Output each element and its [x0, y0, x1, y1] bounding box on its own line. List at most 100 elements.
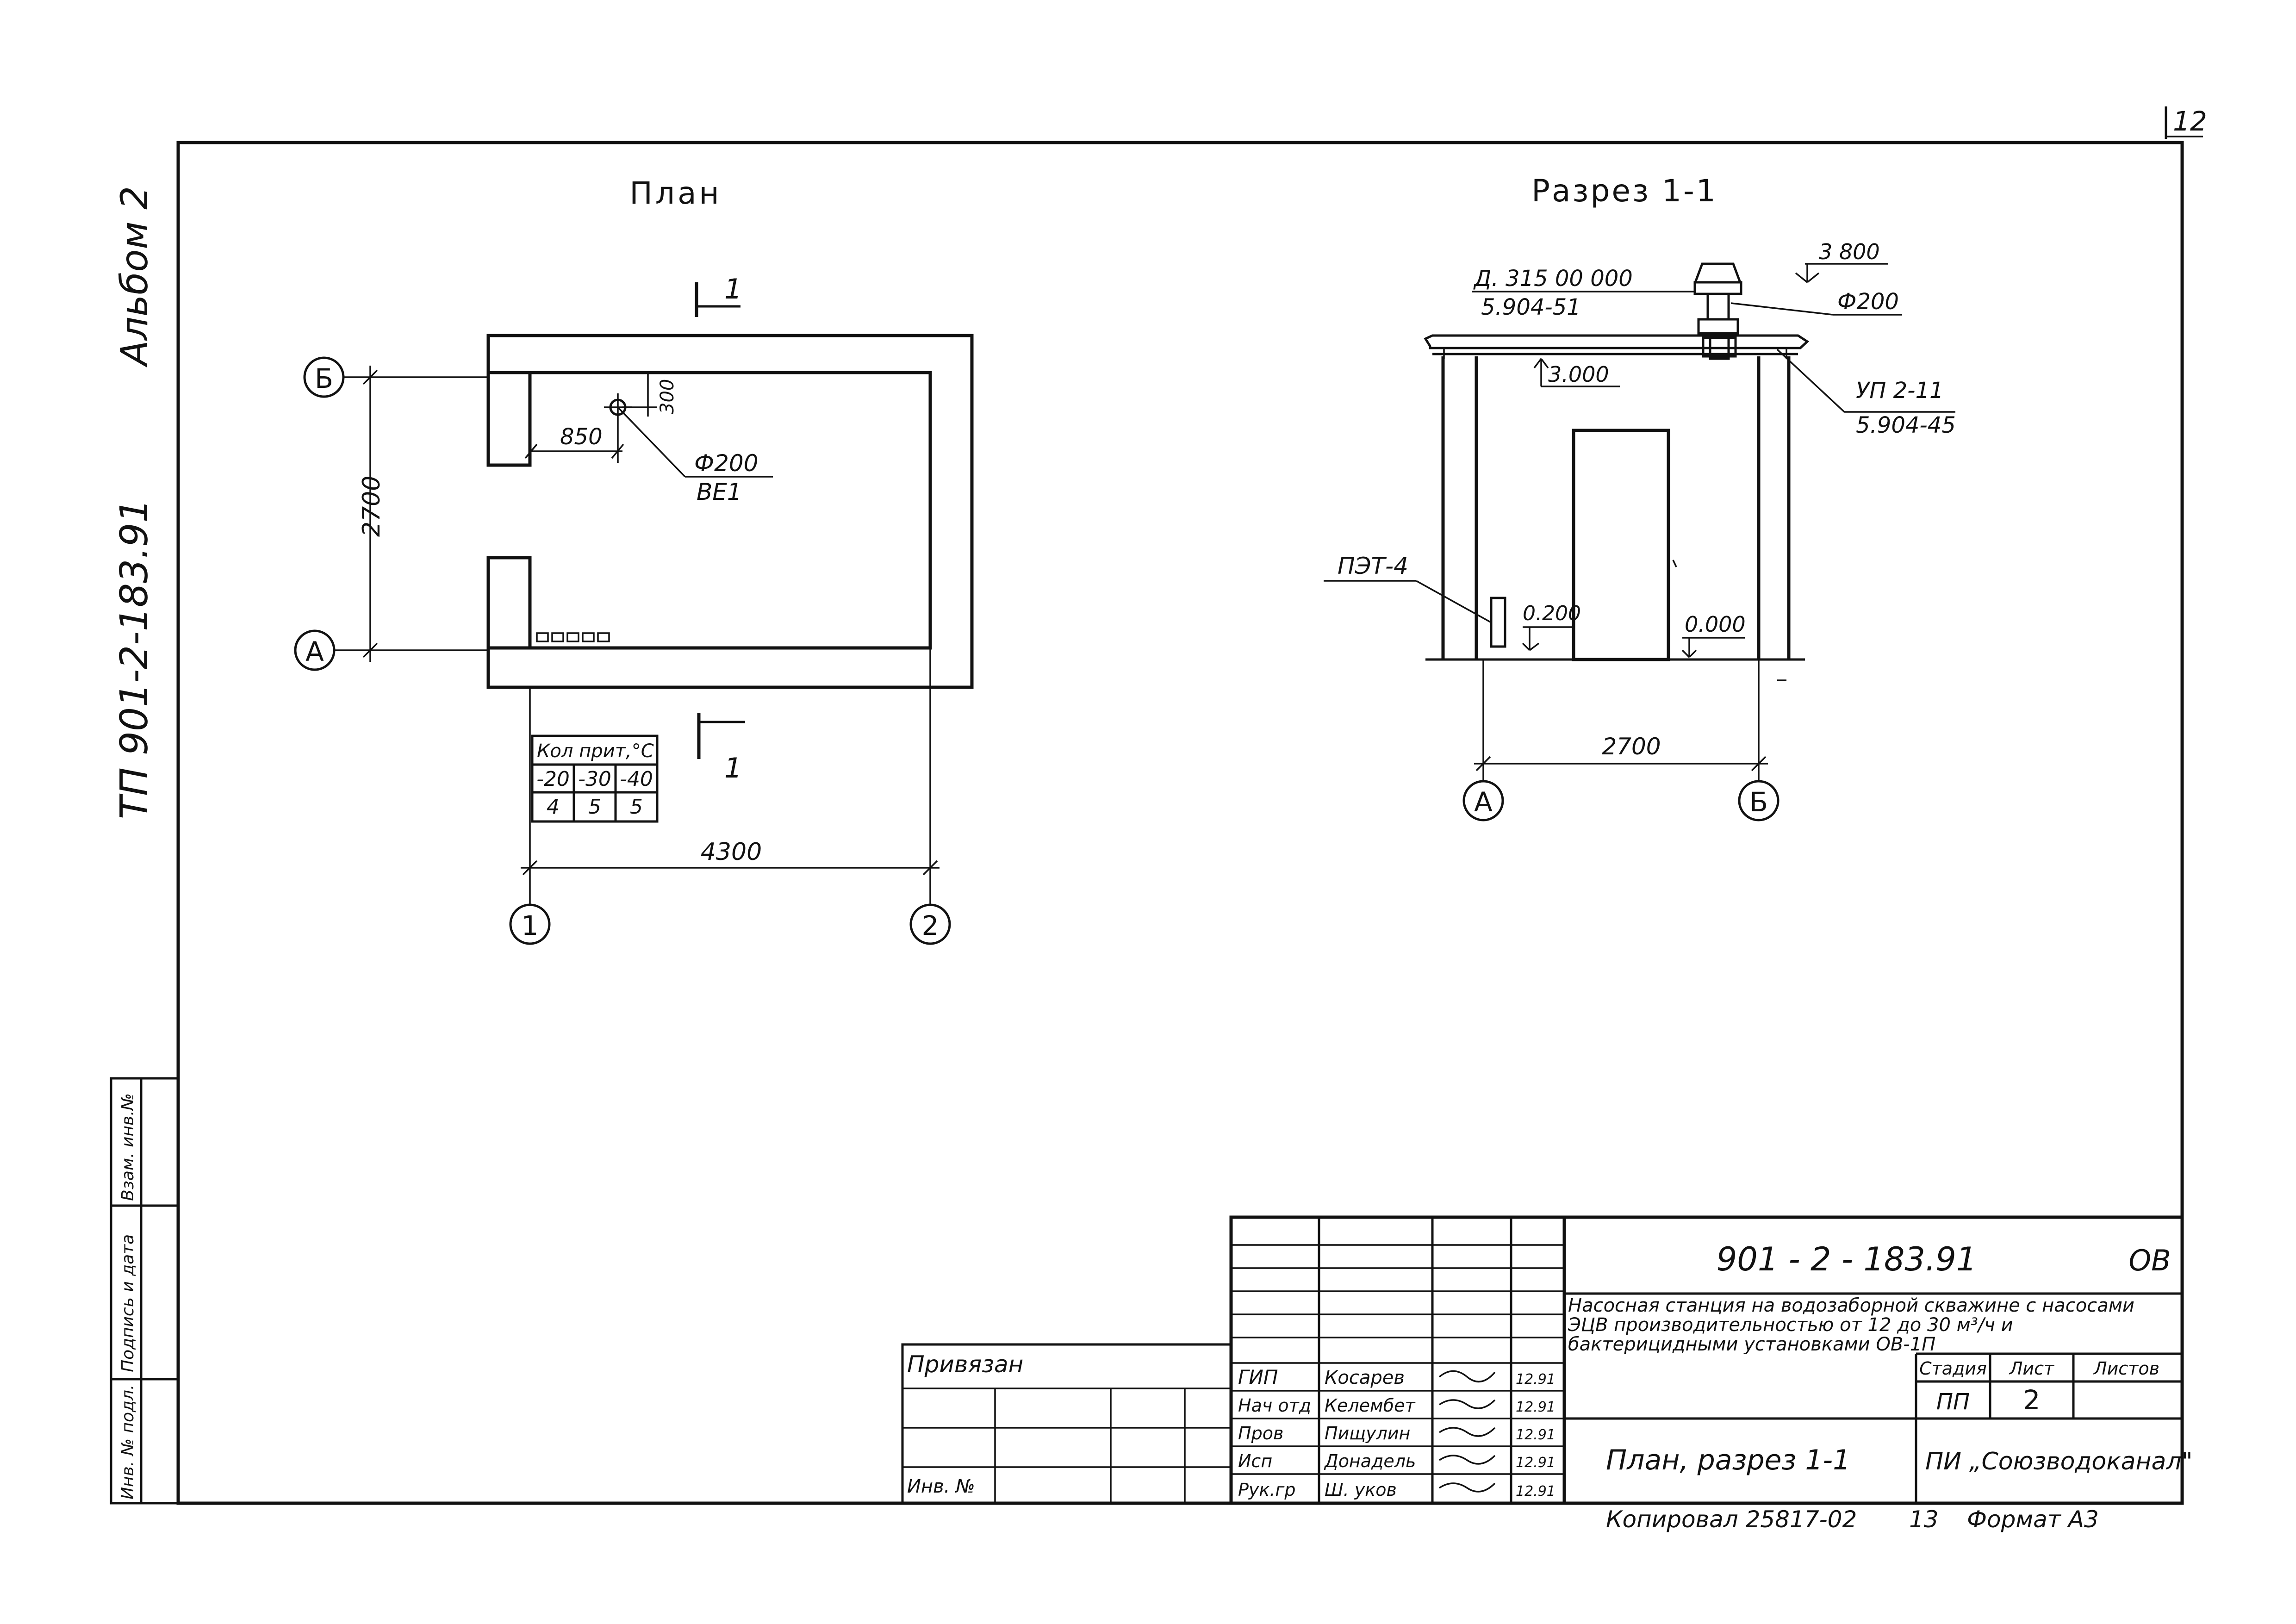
- svg-text:12.91: 12.91: [1516, 1399, 1556, 1415]
- svg-text:1: 1: [522, 910, 539, 941]
- svg-text:Б: Б: [1749, 786, 1768, 818]
- svg-text:2: 2: [922, 910, 939, 941]
- plan-outer-wall: [486, 334, 974, 689]
- pipe-diameter: Ф200: [1730, 289, 1902, 316]
- svg-text:5: 5: [588, 795, 601, 819]
- section-dim-span: 2700: [1474, 660, 1768, 782]
- pipe-label: Ф200: [694, 450, 758, 477]
- svg-text:Листов: Листов: [2093, 1358, 2159, 1379]
- svg-text:4: 4: [547, 795, 560, 819]
- side-stamp-frame: [110, 1077, 180, 1505]
- heater-mark: [566, 632, 579, 642]
- heater-mark: [597, 632, 610, 642]
- plan-vent-pipe: 850 300 Ф200 ВЕ1: [524, 373, 773, 505]
- vent-cap: [1693, 262, 1742, 284]
- svg-text:5: 5: [630, 795, 643, 819]
- svg-text:Б: Б: [315, 363, 333, 394]
- section-mark-bottom: 1: [697, 713, 745, 784]
- svg-text:3.000: 3.000: [1548, 362, 1609, 387]
- svg-text:0.000: 0.000: [1685, 612, 1746, 637]
- album-label: Альбом 2: [113, 186, 156, 368]
- format-label: Формат А3: [1967, 1506, 2099, 1533]
- svg-text:ПЭТ-4: ПЭТ-4: [1338, 553, 1408, 579]
- svg-text:Косарев: Косарев: [1325, 1367, 1405, 1388]
- plan-wall-pier-top: [486, 371, 532, 467]
- plan-dim-depth: 2700: [358, 366, 386, 662]
- svg-text:850: 850: [560, 424, 603, 450]
- elev-top: 3 800: [1795, 239, 1888, 283]
- binding-label: Привязан: [907, 1351, 1023, 1378]
- svg-text:-40: -40: [620, 767, 653, 791]
- side-cell-signature: Подпись и дата: [118, 1234, 137, 1372]
- section-axis-b: Б: [1738, 780, 1780, 821]
- svg-text:0.200: 0.200: [1523, 602, 1581, 625]
- sheet-corner-number: 12: [2173, 106, 2207, 137]
- svg-text:2700: 2700: [358, 476, 386, 537]
- side-labels: Альбом 2 ТП 901-2-183.91: [112, 186, 156, 819]
- section-mark-top: 1: [695, 273, 742, 317]
- document-code: 901 - 2 - 183.91: [1717, 1240, 1977, 1278]
- side-cell-inventory: Инв. № подл.: [118, 1385, 137, 1500]
- heater-count-table: Кол прит,°С -20 -30 -40 4 5 5: [531, 734, 659, 823]
- svg-text:-20: -20: [536, 767, 570, 791]
- side-stamp: Взам. инв.№ Подпись и дата Инв. № подл.: [110, 1077, 180, 1505]
- svg-text:-30: -30: [578, 767, 611, 791]
- svg-text:Лист: Лист: [2009, 1358, 2055, 1379]
- sheet-number: 2: [2023, 1384, 2041, 1416]
- section-door: [1572, 429, 1670, 661]
- plan-view: План 1 1 Б А: [294, 175, 974, 945]
- heater-symbol: [1490, 597, 1506, 648]
- section-roof: [1424, 334, 1810, 359]
- svg-text:Донадель: Донадель: [1324, 1451, 1416, 1471]
- svg-text:Пищулин: Пищулин: [1325, 1423, 1410, 1444]
- svg-text:12.91: 12.91: [1516, 1455, 1556, 1471]
- svg-text:Келембет: Келембет: [1325, 1395, 1416, 1416]
- section-walls: [1425, 356, 1805, 661]
- svg-text:Стадия: Стадия: [1919, 1358, 1987, 1379]
- main-stamp: [1229, 1215, 2184, 1505]
- svg-text:12.91: 12.91: [1516, 1427, 1556, 1443]
- svg-text:Пров: Пров: [1238, 1423, 1283, 1444]
- section-axis-a: А: [1462, 780, 1504, 821]
- sheet-format-number: 13: [1909, 1506, 1939, 1533]
- axis-marker-a: А: [294, 629, 488, 671]
- svg-text:5.904-45: 5.904-45: [1856, 412, 1956, 438]
- organization: ПИ „Союзводоканал": [1925, 1448, 2193, 1475]
- stage-value: ПП: [1936, 1389, 1970, 1415]
- svg-text:4300: 4300: [701, 838, 762, 866]
- signature-rows: ГИП Нач отд Пров Исп Рук.гр Косарев Келе…: [1238, 1366, 1556, 1500]
- heater-mark: [536, 632, 549, 642]
- unit-reference: УП 2-11 5.904-45: [1776, 348, 1956, 438]
- heater-mark: [582, 632, 595, 642]
- elev-roof: 3.000: [1533, 358, 1620, 387]
- axis-marker-2: 2: [909, 648, 951, 945]
- section-vent-pipe: [1693, 262, 1742, 360]
- vent-reference: Д. 315 00 000 5.904-51: [1472, 266, 1694, 320]
- pipe-system-label: ВЕ1: [697, 479, 742, 505]
- elev-heater: 0.200: [1522, 602, 1581, 651]
- svg-text:5.904-51: 5.904-51: [1481, 294, 1581, 320]
- svg-text:А: А: [1474, 786, 1493, 818]
- section-view: Разрез 1-1: [1324, 173, 1956, 821]
- svg-text:12.91: 12.91: [1516, 1483, 1556, 1500]
- project-code-side: ТП 901-2-183.91: [112, 498, 156, 819]
- drawing-name: План, разрез 1-1: [1606, 1444, 1850, 1476]
- plan-inner-wall: [530, 371, 932, 650]
- svg-text:300: 300: [657, 379, 678, 414]
- document-mark: ОВ: [2128, 1244, 2171, 1277]
- svg-text:ГИП: ГИП: [1238, 1366, 1278, 1388]
- svg-text:А: А: [305, 636, 324, 667]
- svg-text:Д. 315 00 000: Д. 315 00 000: [1473, 266, 1633, 292]
- project-description: Насосная станция на водозаборной скважин…: [1568, 1296, 2134, 1354]
- plan-walls: [486, 334, 974, 689]
- section-title: Разрез 1-1: [1531, 173, 1717, 209]
- svg-text:1: 1: [724, 273, 742, 305]
- plan-heaters: [536, 632, 610, 642]
- svg-text:2700: 2700: [1602, 733, 1661, 760]
- svg-text:Ш. уков: Ш. уков: [1325, 1480, 1397, 1500]
- svg-text:3 800: 3 800: [1819, 239, 1880, 264]
- svg-text:1: 1: [724, 752, 742, 784]
- title-block: Привязан Инв. № ГИП Нач отд Пров Исп Рук…: [901, 1215, 2193, 1533]
- plan-dim-width: 4300: [521, 838, 940, 876]
